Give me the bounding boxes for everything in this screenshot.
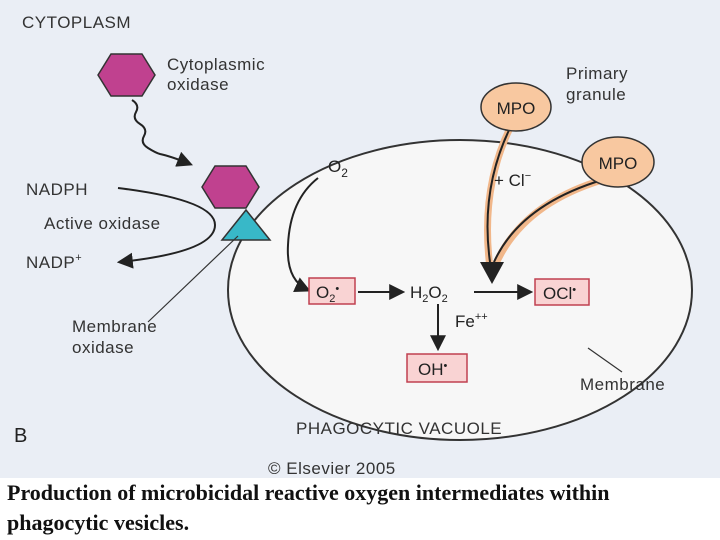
hypochlorite-label: OCl• [543, 284, 576, 303]
membrane-oxidase-label-2: oxidase [72, 338, 134, 357]
membrane-oxidase-pointer [147, 235, 239, 323]
hypochlorite-box [534, 278, 590, 306]
copyright-label: © Elsevier 2005 [268, 459, 396, 478]
mpo2-arrow [493, 179, 603, 263]
membrane-pointer [587, 347, 623, 373]
figure-caption: Production of microbicidal reactive oxyg… [7, 480, 610, 535]
membrane-oxidase-label-1: Membrane [72, 317, 157, 336]
active-oxidase-hexagon [201, 165, 260, 209]
fe-label: Fe++ [455, 311, 488, 331]
superoxide-label: O2• [316, 283, 339, 305]
cytoplasm-label: CYTOPLASM [22, 13, 131, 32]
nadp-plus-label: NADP+ [26, 252, 82, 272]
hydroxyl-box [406, 353, 468, 383]
primary-granule-label-1: Primary [566, 64, 628, 83]
superoxide-box [308, 277, 356, 305]
mpo-granule-1 [480, 82, 552, 132]
hydroxyl-label: OH• [418, 360, 448, 379]
diagram-figure: CYTOPLASM Cytoplasmic oxidase NADPH Acti… [0, 0, 720, 478]
wavy-arrow [131, 99, 193, 167]
mpo-arrowhead [480, 262, 504, 284]
cytoplasmic-oxidase-label-2: oxidase [167, 75, 229, 94]
active-oxidase-label: Active oxidase [44, 214, 161, 233]
primary-granule-label-2: granule [566, 85, 626, 104]
mpo-granule-2 [581, 136, 655, 188]
o2-arrow [286, 177, 319, 292]
chloride-label: + Cl− [494, 170, 531, 190]
cytoplasmic-oxidase-label-1: Cytoplasmic [167, 55, 265, 74]
mpo-label-1: MPO [497, 99, 536, 118]
phagocytic-vacuole-label: PHAGOCYTIC VACUOLE [296, 419, 502, 438]
o2-label: O2 [328, 157, 348, 180]
cytoplasmic-oxidase-hexagon [97, 53, 156, 97]
membrane-oxidase-triangle [220, 208, 272, 241]
phagocytic-vacuole-shape [227, 139, 693, 441]
h2o2-label: H2O2 [410, 283, 448, 305]
nadph-label: NADPH [26, 180, 88, 199]
mpo-label-2: MPO [599, 154, 638, 173]
membrane-label: Membrane [580, 375, 665, 394]
nadph-arrow [116, 187, 217, 269]
panel-letter: B [14, 425, 27, 447]
mpo1-arrow [486, 127, 511, 263]
